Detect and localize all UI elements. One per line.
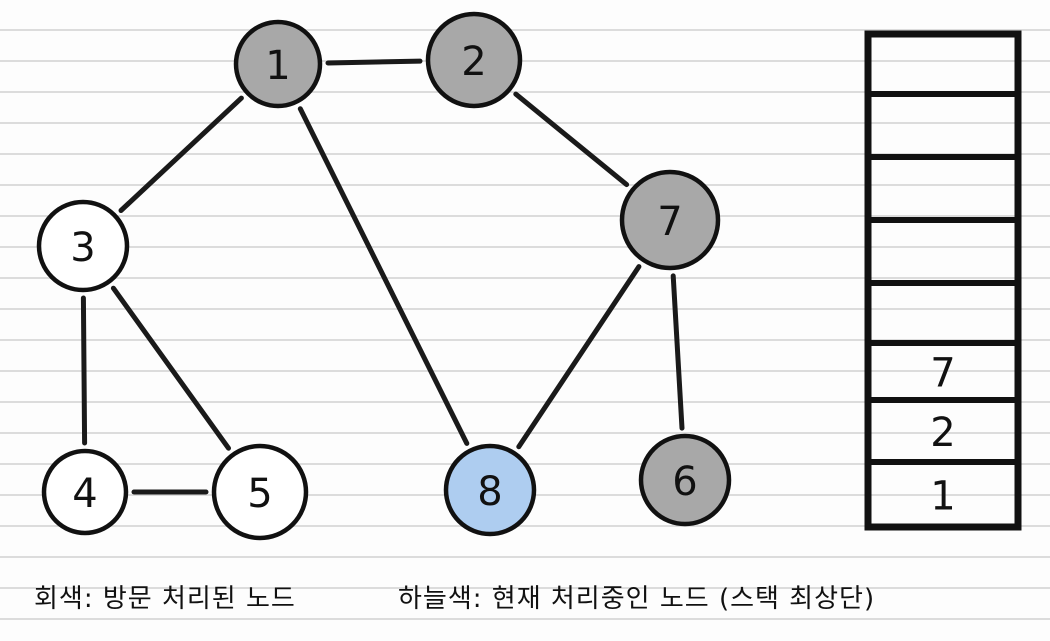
edge-1-8	[297, 106, 470, 446]
edge-7-6	[670, 273, 685, 431]
node-4-label: 4	[72, 471, 97, 517]
node-6: 6	[638, 433, 732, 527]
edge-3-4	[80, 295, 88, 446]
legend-current: 하늘색: 현재 처리중인 노드 (스택 최상단)	[398, 584, 876, 614]
node-5-label: 5	[247, 471, 272, 517]
node-1: 1	[233, 19, 323, 109]
node-4-circle	[41, 448, 129, 536]
stack-slot-7: 1	[930, 474, 955, 520]
node-1-circle	[233, 19, 323, 109]
node-4: 4	[41, 448, 129, 536]
edge-1-2	[325, 58, 423, 66]
stack: 7 2 1	[864, 30, 1022, 531]
node-7-label: 7	[657, 199, 682, 245]
graph-edges	[80, 58, 685, 495]
stack-slot-5: 7	[930, 351, 955, 397]
node-8: 8	[443, 443, 537, 537]
edge-7-8	[516, 264, 642, 450]
node-7-circle	[619, 169, 721, 271]
edge-1-3	[118, 95, 244, 213]
edge-2-7	[513, 91, 630, 188]
graph-nodes: 1 2 3 4 5 6 7 8	[36, 11, 732, 541]
node-7: 7	[619, 169, 721, 271]
node-6-circle	[638, 433, 732, 527]
node-2: 2	[425, 11, 523, 109]
node-3: 3	[36, 199, 130, 293]
node-5: 5	[211, 443, 309, 541]
node-1-label: 1	[265, 43, 290, 89]
node-8-label: 8	[477, 469, 502, 515]
node-2-circle	[425, 11, 523, 109]
stack-slot-6: 2	[930, 410, 955, 456]
node-6-label: 6	[672, 459, 697, 505]
node-5-circle	[211, 443, 309, 541]
node-3-label: 3	[70, 225, 95, 271]
node-2-label: 2	[461, 39, 486, 85]
edge-3-5	[110, 285, 231, 451]
node-8-circle	[443, 443, 537, 537]
legend-visited: 회색: 방문 처리된 노드	[34, 584, 296, 614]
node-3-circle	[36, 199, 130, 293]
